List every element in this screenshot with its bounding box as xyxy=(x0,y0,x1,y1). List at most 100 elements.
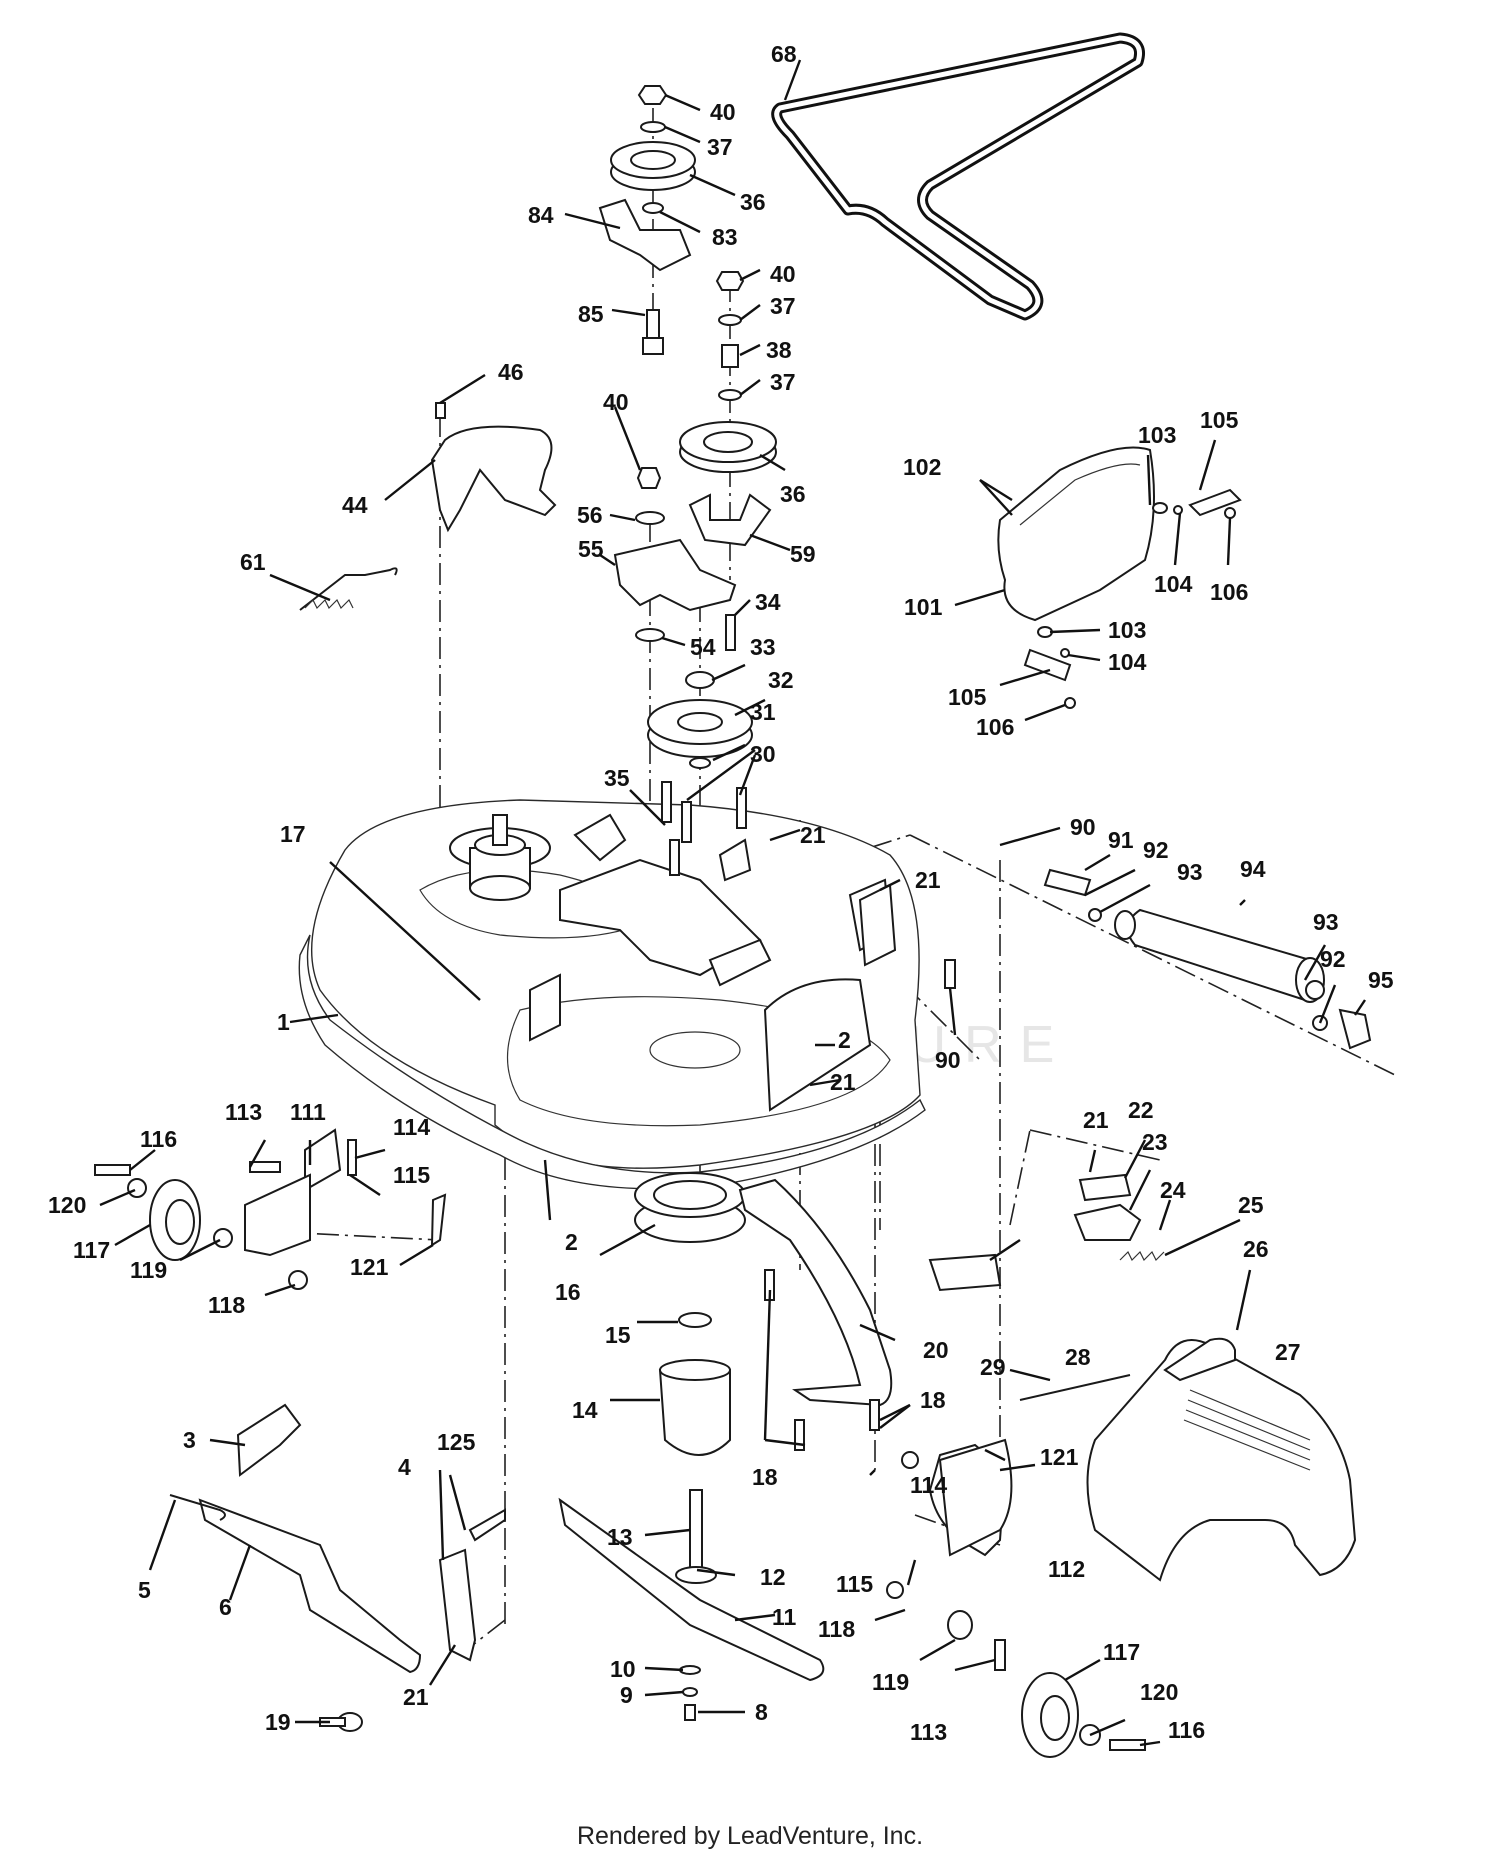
callout-label: 106 xyxy=(976,714,1014,740)
callout-label: 3 xyxy=(183,1427,196,1453)
idler-pulley-stack-upper xyxy=(598,85,696,355)
callout-label: 21 xyxy=(915,867,941,893)
callout-label: 106 xyxy=(1210,579,1248,605)
callout-label: 118 xyxy=(818,1616,855,1642)
callout-label: 23 xyxy=(1142,1129,1168,1155)
callout-label: 115 xyxy=(393,1162,430,1188)
footer-credit: Rendered by LeadVenture, Inc. xyxy=(576,1822,924,1850)
callout-label: 121 xyxy=(1040,1444,1079,1470)
callout-label: 21 xyxy=(800,822,826,848)
callout-label: 40 xyxy=(603,389,629,415)
callout-label: 120 xyxy=(1140,1679,1178,1705)
deck-lift-linkage xyxy=(169,1403,506,1732)
callout-label: 56 xyxy=(577,502,603,528)
callout-label: 40 xyxy=(710,99,736,125)
callout-label: 114 xyxy=(393,1114,430,1140)
callout-label: 37 xyxy=(770,293,796,319)
callout-label: 20 xyxy=(923,1337,949,1363)
callout-label: 101 xyxy=(904,594,943,620)
deck-center-bracket xyxy=(559,813,772,987)
callout-label: 36 xyxy=(780,481,806,507)
callout-label: 113 xyxy=(225,1099,262,1125)
bolt-18c xyxy=(869,1399,880,1431)
callout-label: 14 xyxy=(572,1397,598,1423)
callout-label: 5 xyxy=(138,1577,151,1603)
callout-label: 103 xyxy=(1108,617,1146,643)
callout-labels: 68 40 37 36 84 83 85 40 37 38 37 36 46 4… xyxy=(48,41,1394,1745)
callout-label: 90 xyxy=(1070,814,1096,840)
callout-leaders xyxy=(99,59,1366,1747)
idler-arm-assembly xyxy=(613,467,737,651)
callout-label: 119 xyxy=(872,1669,909,1695)
extension-spring xyxy=(299,567,398,611)
callout-label: 1 xyxy=(277,1009,290,1035)
idler-pulley-stack-right xyxy=(679,271,777,547)
callout-label: 117 xyxy=(73,1237,110,1263)
callout-label: 83 xyxy=(712,224,738,250)
callout-label: 10 xyxy=(610,1656,636,1682)
callout-label: 91 xyxy=(1108,827,1134,853)
callout-label: 114 xyxy=(910,1472,947,1498)
callout-label: 95 xyxy=(1368,967,1394,993)
callout-label: 121 xyxy=(350,1254,389,1280)
callout-label: 85 xyxy=(578,301,604,327)
callout-label: 36 xyxy=(740,189,766,215)
callout-label: 68 xyxy=(771,41,797,67)
callout-label: 113 xyxy=(910,1719,947,1745)
callout-label: 116 xyxy=(1168,1717,1205,1743)
blade-baffle xyxy=(738,1178,893,1407)
callout-label: 94 xyxy=(1240,856,1266,882)
callout-label: 29 xyxy=(980,1354,1006,1380)
callout-label: 17 xyxy=(280,821,306,847)
deck-left-bracket xyxy=(529,973,561,1042)
deck-bolts xyxy=(661,781,747,876)
callout-label: 111 xyxy=(290,1099,326,1125)
deflector-shield xyxy=(997,446,1155,622)
callout-label: 112 xyxy=(1048,1556,1085,1582)
callout-label: 59 xyxy=(790,541,816,567)
deck-spindle-assembly xyxy=(449,814,551,901)
deck-hanger-bracket xyxy=(1073,1173,1165,1262)
callout-label: 38 xyxy=(766,337,792,363)
callout-label: 37 xyxy=(770,369,796,395)
callout-label: 92 xyxy=(1143,837,1169,863)
callout-label: 9 xyxy=(620,1682,633,1708)
callout-label: 104 xyxy=(1154,571,1193,597)
callout-label: 102 xyxy=(903,454,941,480)
callout-label: 37 xyxy=(707,134,733,160)
callout-label: 46 xyxy=(498,359,524,385)
bolt-18b xyxy=(794,1419,805,1451)
callout-label: 21 xyxy=(403,1684,429,1710)
roller-bracket xyxy=(858,883,897,967)
drive-belt xyxy=(771,32,1145,321)
callout-label: 13 xyxy=(607,1524,633,1550)
callout-label: 93 xyxy=(1313,909,1339,935)
callout-label: 2 xyxy=(565,1229,578,1255)
callout-label: 26 xyxy=(1243,1236,1269,1262)
callout-label: 11 xyxy=(772,1604,797,1630)
callout-label: 93 xyxy=(1177,859,1203,885)
callout-label: 18 xyxy=(752,1464,778,1490)
callout-label: 31 xyxy=(750,699,776,725)
callout-label: 117 xyxy=(1103,1639,1140,1665)
callout-label: 116 xyxy=(140,1126,177,1152)
callout-label: 24 xyxy=(1160,1177,1186,1203)
callout-label: 44 xyxy=(342,492,368,518)
callout-label: 19 xyxy=(265,1709,291,1735)
deck-drive-pulley xyxy=(647,671,753,769)
deflector-hinges xyxy=(1023,488,1242,709)
callout-label: 16 xyxy=(555,1279,581,1305)
callout-label: 22 xyxy=(1128,1097,1154,1123)
callout-label: 92 xyxy=(1320,946,1346,972)
callout-label: 105 xyxy=(1200,407,1239,433)
callout-label: 21 xyxy=(1083,1107,1109,1133)
callout-label: 105 xyxy=(948,684,987,710)
callout-label: 120 xyxy=(48,1192,86,1218)
callout-label: 6 xyxy=(219,1594,232,1620)
callout-label: 35 xyxy=(604,765,630,791)
chute-rod xyxy=(1019,1374,1131,1401)
callout-label: 2 xyxy=(838,1027,851,1053)
callout-label: 30 xyxy=(750,741,776,767)
callout-label: 33 xyxy=(750,634,776,660)
